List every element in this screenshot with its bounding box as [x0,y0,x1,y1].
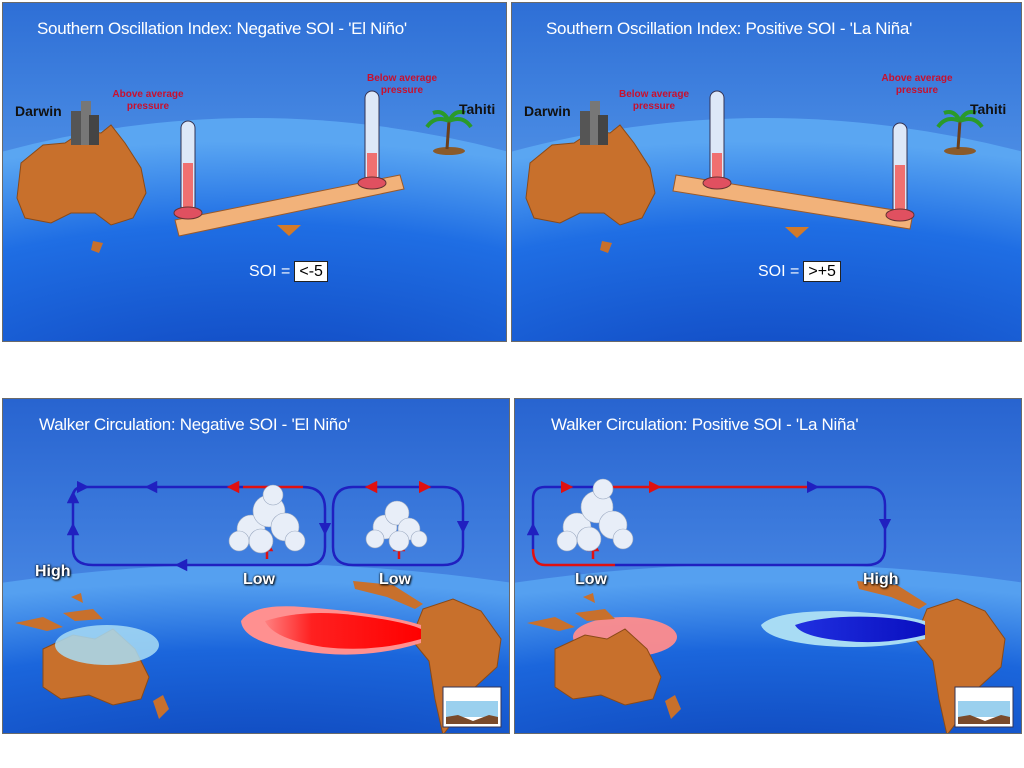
darwin-label: Darwin [15,103,62,119]
right-pressure-label: Above average pressure [881,73,953,96]
soi-value: <-5 [294,261,328,282]
low-pressure-label-1: Low [243,571,275,588]
soi-la-nina-illustration [512,3,1021,341]
tahiti-label: Tahiti [459,101,496,117]
inset-thermocline-icon [954,686,1014,728]
new-zealand-shape [665,695,681,719]
high-pressure-label: High [863,571,899,588]
tahiti-palm [936,110,984,155]
thermometer-darwin-high [173,120,203,220]
new-zealand-shape [153,695,169,719]
panel-title: Southern Oscillation Index: Negative SOI… [37,19,407,38]
cool-anomaly-east-inner [795,616,925,643]
darwin-buildings [580,101,608,145]
australia-shape [554,628,662,706]
cloud-east [365,500,428,552]
seesaw-plank [672,174,914,230]
cloud-west [228,484,306,554]
soi-readout: SOI =>+5 [758,261,841,282]
cloud-west [556,478,634,552]
tahiti-label: Tahiti [970,101,1007,117]
darwin-label: Darwin [524,103,571,119]
soi-readout: SOI =<-5 [249,261,328,282]
panel-soi-el-nino: Southern Oscillation Index: Negative SOI… [2,2,507,342]
indonesia-islands [15,593,103,631]
right-pressure-label: Below average pressure [366,73,438,96]
tahiti-palm [425,110,473,155]
high-pressure-label: High [35,563,71,580]
left-pressure-label: Below average pressure [618,89,690,112]
central-america-shape [857,581,927,609]
left-pressure-label: Above average pressure [112,89,184,112]
tasmania-shape [91,241,103,253]
thermometer-darwin-low [702,90,732,190]
soi-el-nino-illustration [3,3,506,341]
panel-title: Southern Oscillation Index: Positive SOI… [546,19,913,38]
central-america-shape [353,581,423,609]
tasmania-shape [600,241,612,253]
walker-el-nino-illustration [3,399,509,733]
warm-anomaly-east-inner [265,613,421,649]
soi-value: >+5 [803,261,841,282]
panel-soi-la-nina: Southern Oscillation Index: Positive SOI… [511,2,1022,342]
soi-label: SOI = [758,263,800,280]
walker-circulation-arrows [526,480,892,567]
panel-title: Walker Circulation: Negative SOI - 'El N… [39,415,351,434]
seesaw-fulcrum [785,227,809,238]
low-pressure-label: Low [575,571,607,588]
cool-anomaly-west [55,625,159,665]
panel-title: Walker Circulation: Positive SOI - 'La N… [551,415,859,434]
inset-thermocline-icon [442,686,502,728]
indonesia-islands [527,593,615,631]
soi-label: SOI = [249,263,291,280]
thermometer-tahiti-high [885,122,915,222]
panel-walker-el-nino: Walker Circulation: Negative SOI - 'El N… [2,398,510,734]
panel-walker-la-nina: Walker Circulation: Positive SOI - 'La N… [514,398,1022,734]
thermometer-tahiti-low [357,90,387,190]
walker-la-nina-illustration [515,399,1021,733]
seesaw-plank [174,174,405,237]
seesaw-fulcrum [277,225,301,236]
darwin-buildings [71,101,99,145]
low-pressure-label-2: Low [379,571,411,588]
